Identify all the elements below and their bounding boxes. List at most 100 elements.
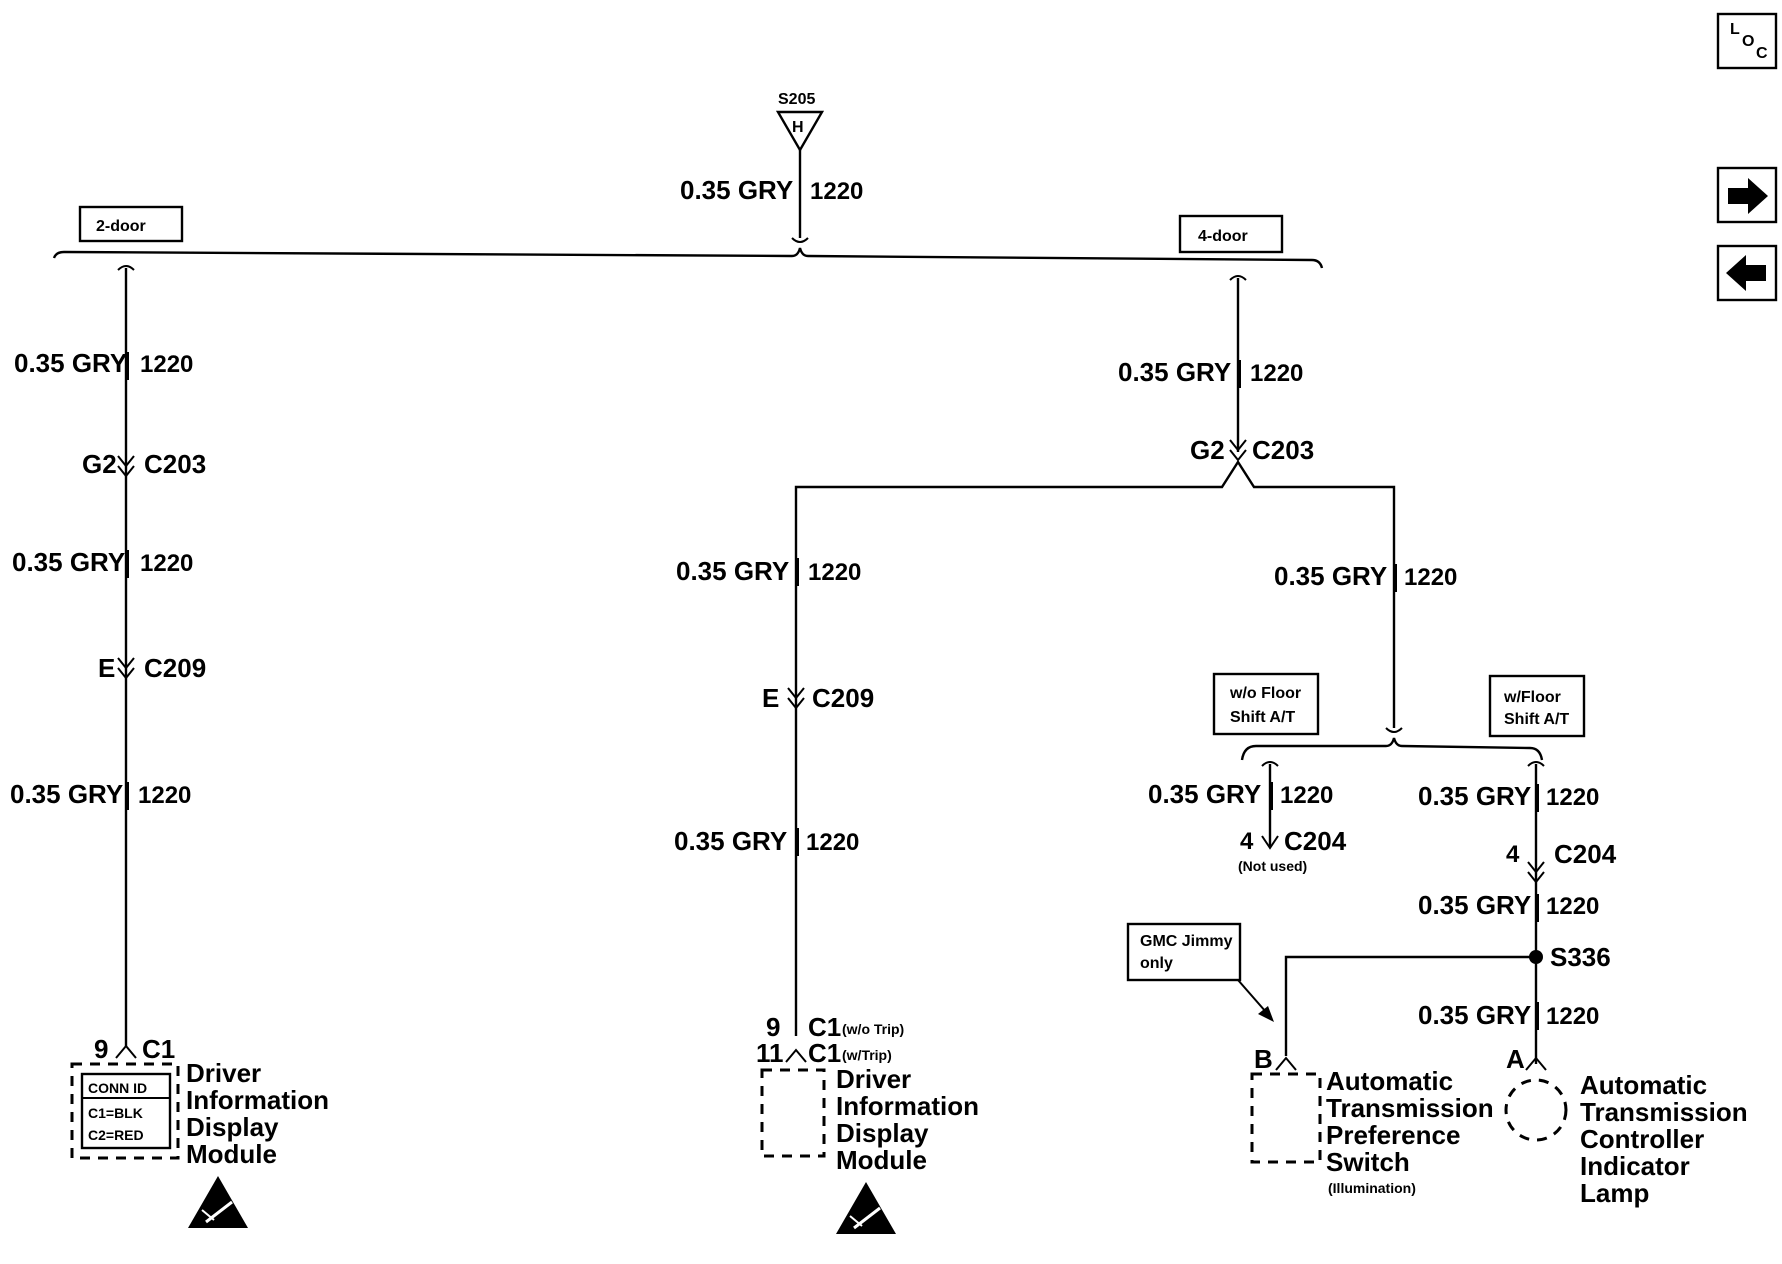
svg-text:Controller: Controller [1580,1124,1704,1154]
svg-text:CONN ID: CONN ID [88,1080,147,1096]
option-box-w-floor: w/Floor Shift A/T [1488,674,1586,738]
svg-text:C: C [1756,45,1768,62]
svg-text:0.35 GRY: 0.35 GRY [1148,779,1261,809]
svg-text:1220: 1220 [1546,1003,1599,1030]
svg-text:0.35 GRY: 0.35 GRY [10,779,123,809]
svg-text:11: 11 [756,1038,784,1068]
svg-text:4: 4 [1240,828,1254,855]
loc-button[interactable]: L O C [1716,12,1778,70]
svg-text:Display: Display [836,1118,929,1148]
svg-text:0.35 GRY: 0.35 GRY [1418,1000,1531,1030]
svg-text:G2: G2 [1190,435,1225,465]
branch-4door: 0.35 GRY 1220 G2 C203 [794,275,1403,1036]
svg-text:1220: 1220 [138,782,191,809]
svg-text:1220: 1220 [1280,782,1333,809]
svg-text:C1=BLK: C1=BLK [88,1105,143,1121]
svg-text:1220: 1220 [1404,564,1457,591]
svg-text:C209: C209 [144,653,206,683]
svg-text:O: O [1742,33,1754,50]
svg-text:Shift A/T: Shift A/T [1230,709,1295,726]
svg-text:C1: C1 [142,1034,175,1064]
splice-s205-letter: H [792,119,804,136]
svg-text:0.35 GRY: 0.35 GRY [674,826,787,856]
svg-text:A: A [1506,1044,1525,1074]
svg-text:E: E [98,653,115,683]
svg-text:C1: C1 [808,1012,841,1042]
svg-text:9: 9 [94,1034,108,1064]
svg-text:Indicator: Indicator [1580,1151,1690,1181]
svg-text:Display: Display [186,1112,279,1142]
svg-text:4-door: 4-door [1198,228,1248,245]
splice-s205: S205 H 0.35 GRY 1220 [680,91,863,243]
svg-text:C209: C209 [812,683,874,713]
svg-text:C1: C1 [808,1038,841,1068]
svg-text:GMC Jimmy: GMC Jimmy [1140,933,1233,950]
svg-text:0.35 GRY: 0.35 GRY [1418,781,1531,811]
svg-text:0.35 GRY: 0.35 GRY [1118,357,1231,387]
component-atps: B Automatic Transmission Preference Swit… [1250,1044,1494,1196]
svg-text:1220: 1220 [140,351,193,378]
arrow-left-icon [1726,255,1766,291]
svg-text:Driver: Driver [836,1064,911,1094]
component-atci-lamp: A Automatic Transmission Controller Indi… [1504,1044,1748,1208]
svg-text:9: 9 [766,1012,780,1042]
svg-text:Transmission: Transmission [1326,1093,1494,1123]
top-brace [52,247,1324,269]
wire-label-color: 0.35 GRY [680,175,793,205]
svg-text:0.35 GRY: 0.35 GRY [14,348,127,378]
svg-text:E: E [762,683,779,713]
svg-text:4: 4 [1506,841,1520,868]
svg-text:2-door: 2-door [96,218,146,235]
conn-id-box [80,1072,172,1150]
splice-s205-label: S205 [778,91,815,108]
svg-text:L: L [1730,21,1740,38]
wire-label-circuit: 1220 [810,178,863,205]
svg-text:0.35 GRY: 0.35 GRY [1274,561,1387,591]
branch-2door: 0.35 GRY 1220 G2 C203 0.35 GRY 1220 E C2… [10,265,206,1064]
svg-text:1220: 1220 [140,550,193,577]
svg-text:Driver: Driver [186,1058,261,1088]
secondary-brace [1240,737,1544,761]
previous-page-button[interactable] [1716,244,1778,302]
svg-text:C203: C203 [144,449,206,479]
svg-text:(w/Trip): (w/Trip) [842,1047,892,1063]
svg-text:1220: 1220 [1546,784,1599,811]
svg-text:(Not used): (Not used) [1238,858,1307,874]
svg-text:w/Floor: w/Floor [1503,689,1561,706]
arrow-right-icon [1728,178,1768,214]
svg-text:only: only [1140,955,1173,972]
svg-text:Shift A/T: Shift A/T [1504,711,1569,728]
svg-text:C204: C204 [1554,839,1617,869]
svg-text:w/o Floor: w/o Floor [1229,685,1301,702]
svg-text:0.35 GRY: 0.35 GRY [676,556,789,586]
component-dic-middle: Driver Information Display Module [760,1064,979,1234]
option-box-wo-floor: w/o Floor Shift A/T [1212,672,1320,736]
esd-warning-icon [836,1182,896,1234]
svg-text:(Illumination): (Illumination) [1328,1180,1416,1196]
svg-text:G2: G2 [82,449,117,479]
option-box-2door: 2-door [78,205,184,243]
svg-text:C203: C203 [1252,435,1314,465]
svg-text:Switch: Switch [1326,1147,1410,1177]
svg-text:1220: 1220 [1546,893,1599,920]
svg-text:0.35 GRY: 0.35 GRY [1418,890,1531,920]
esd-warning-icon [188,1176,248,1228]
svg-text:0.35 GRY: 0.35 GRY [12,547,125,577]
option-box-gmc: GMC Jimmy only [1126,922,1274,1022]
svg-text:Information: Information [836,1091,979,1121]
svg-text:1220: 1220 [808,559,861,586]
option-box-4door: 4-door [1178,214,1284,254]
svg-text:Transmission: Transmission [1580,1097,1748,1127]
splice-s336-label: S336 [1550,942,1611,972]
component-dic-left: CONN ID C1=BLK C2=RED Driver Information… [70,1058,329,1228]
lamp-icon [1504,1078,1568,1142]
svg-text:Information: Information [186,1085,329,1115]
next-page-button[interactable] [1716,166,1778,224]
svg-text:Automatic: Automatic [1326,1066,1453,1096]
svg-text:1220: 1220 [806,829,859,856]
svg-text:1220: 1220 [1250,360,1303,387]
svg-text:(w/o Trip): (w/o Trip) [842,1021,904,1037]
svg-text:C2=RED: C2=RED [88,1127,144,1143]
svg-text:Module: Module [186,1139,277,1169]
